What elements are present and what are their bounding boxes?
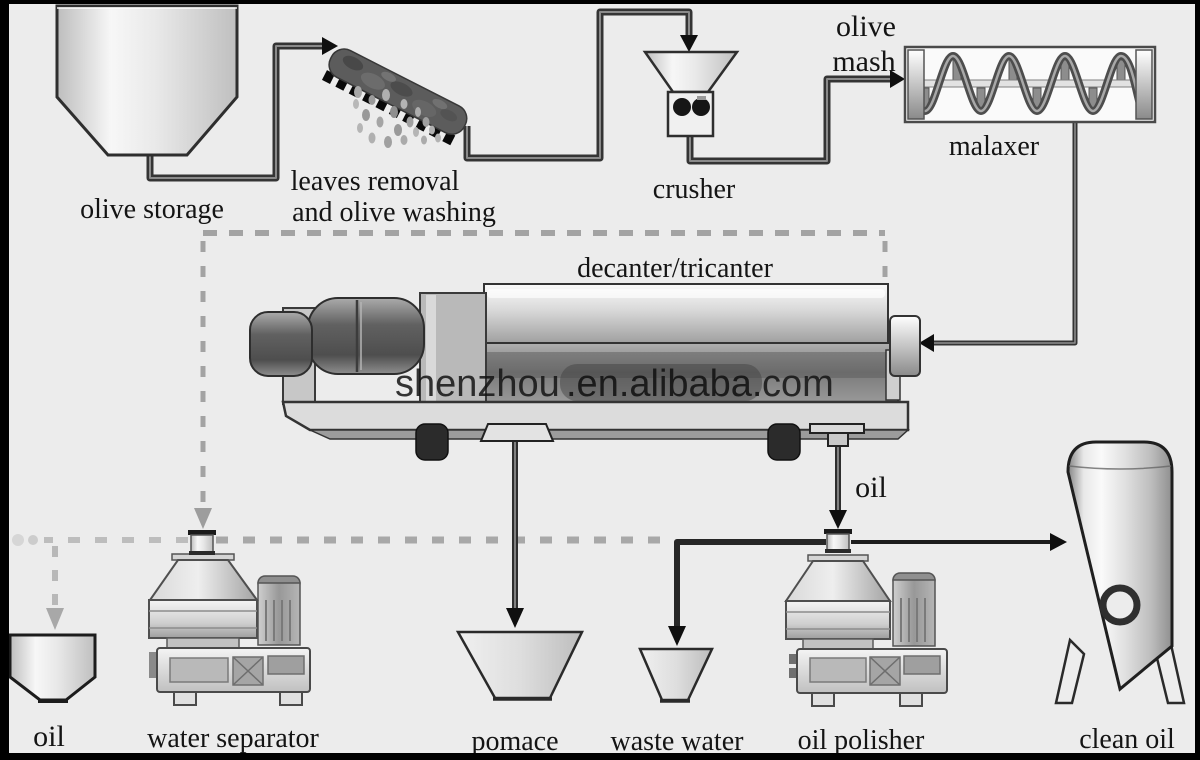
label-leaves-removal-1: leaves removal [291, 166, 460, 197]
dashed-flow-lines [12, 230, 888, 630]
polisher-foot [811, 692, 835, 707]
arrowhead [1050, 533, 1067, 551]
oil-polisher-machine [784, 529, 948, 707]
watermark-text-1: shenzhou [395, 363, 560, 405]
labels: olive storage leaves removal and olive w… [33, 10, 1175, 757]
decanter-foot [767, 423, 801, 461]
polisher-motor [892, 579, 936, 647]
arrowhead [506, 608, 524, 628]
pipes [146, 8, 1078, 646]
label-oil-stream: oil [855, 471, 887, 504]
pomace-funnel [455, 630, 584, 701]
crusher-machine [642, 50, 740, 138]
decanter-right-cap [889, 315, 921, 377]
watermark: shenzhou .en.alibaba. com [395, 363, 834, 405]
pipe-polisher-to-clean-oil [851, 533, 1067, 551]
pipe-washer-to-crusher [463, 8, 698, 162]
arrowhead [680, 35, 698, 52]
arrowhead [668, 626, 686, 646]
label-clean-oil: clean oil [1079, 724, 1175, 755]
label-decanter: decanter/tricanter [577, 253, 774, 284]
watermark-text-3: com [762, 363, 834, 405]
watermark-badge [560, 364, 762, 401]
label-malaxer: malaxer [949, 131, 1040, 162]
label-olive-mash-2: mash [832, 45, 895, 78]
oil-funnel [8, 633, 97, 703]
arrowhead [829, 510, 847, 529]
label-waste-water: waste water [611, 726, 745, 757]
crusher-roller [673, 98, 691, 116]
washer-showerhead [321, 48, 468, 148]
waste-water-funnel [638, 647, 714, 703]
label-leaves-removal-2: and olive washing [292, 197, 496, 228]
dashed-arrow-to-separator [194, 508, 212, 529]
dashed-arrow-to-oil [46, 608, 64, 630]
label-olive-storage: olive storage [80, 194, 224, 225]
crusher-roller [692, 98, 710, 116]
tank-leg [1054, 637, 1086, 705]
label-water-separator: water separator [147, 723, 319, 754]
pipe-storage-to-washer [146, 37, 338, 182]
separator-motor [257, 582, 301, 646]
label-olive-mash-1: olive [836, 10, 896, 43]
tank-porthole [1099, 584, 1141, 626]
separator-foot [279, 691, 303, 706]
label-oil-polisher: oil polisher [798, 725, 925, 756]
decanter-end-cap [249, 311, 313, 377]
polisher-foot [899, 692, 923, 707]
faded-dash-dot [12, 534, 24, 546]
decanter-machine [249, 283, 921, 461]
separator-foot [173, 691, 197, 706]
polisher-inlet [826, 533, 850, 552]
label-oil-output: oil [33, 720, 65, 753]
water-separator-machine [148, 530, 311, 706]
faded-dash-dot [28, 535, 38, 545]
label-pomace: pomace [471, 726, 558, 757]
pipe-malaxer-to-decanter [919, 122, 1078, 352]
decanter-foot [415, 423, 449, 461]
malaxer-machine [903, 45, 1157, 124]
clean-oil-tank [1054, 440, 1186, 705]
arrowhead [890, 70, 905, 88]
pipe-polisher-to-waste-water [668, 539, 826, 646]
separator-inlet [190, 534, 214, 554]
water-droplets [353, 86, 441, 148]
olive-storage-hopper [55, 4, 239, 157]
pipe-decanter-to-pomace [506, 441, 524, 628]
decanter-pomace-outlet [479, 423, 555, 442]
watermark-text-2: .en.alibaba. [566, 363, 763, 405]
pipe-crusher-to-malaxer [686, 70, 905, 165]
decanter-oil-outlet [809, 423, 865, 434]
label-crusher: crusher [653, 174, 736, 205]
arrowhead [322, 37, 338, 55]
pipe-decanter-oil-to-polisher [829, 446, 847, 529]
arrowhead [919, 334, 934, 352]
